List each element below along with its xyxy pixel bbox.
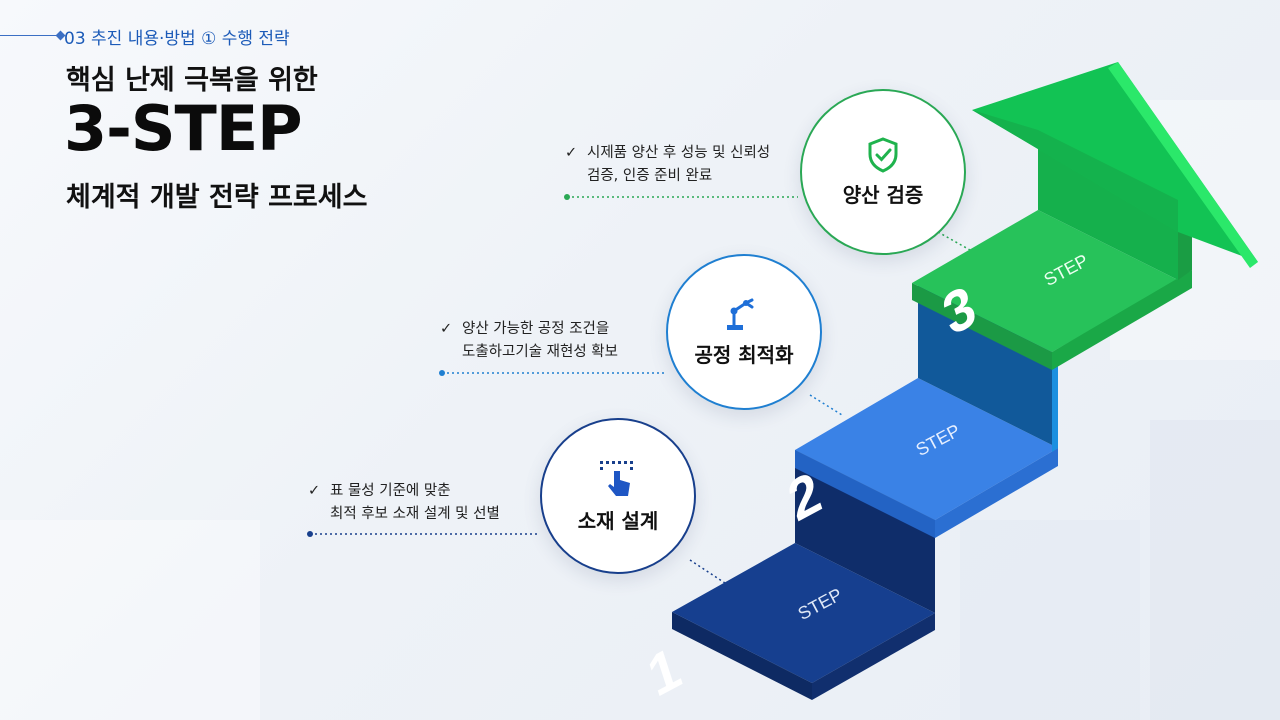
- step-2-title: 공정 최적화: [694, 342, 794, 367]
- step-1-desc-line1: 표 물성 기준에 맞춘: [330, 483, 451, 499]
- shield-check-icon: [868, 136, 898, 173]
- step-2-circle: 공정 최적화: [666, 254, 822, 410]
- leader-step2-dot: [439, 370, 445, 376]
- step-3-desc-line1: 시제품 양산 후 성능 및 신뢰성: [587, 145, 771, 161]
- step-2-desc-line2: 도출하고기술 재현성 확보: [462, 344, 618, 360]
- step-2-desc-line1: 양산 가능한 공정 조건을: [462, 321, 610, 337]
- leader-step1-dot: [307, 531, 313, 537]
- step-3-description: ✓ 시제품 양산 후 성능 및 신뢰성 검증, 인증 준비 완료: [565, 142, 770, 188]
- touch-pointer-icon: [600, 460, 633, 496]
- page-title: 3-STEP: [64, 92, 303, 165]
- step-3-block: [912, 62, 1258, 370]
- leader-step1-stair: [689, 559, 729, 586]
- step-2-description: ✓ 양산 가능한 공정 조건을 도출하고기술 재현성 확보: [440, 318, 618, 364]
- step-1-block: [672, 450, 935, 700]
- step-1-title: 소재 설계: [577, 508, 659, 533]
- section-line: [0, 35, 58, 36]
- step-1-circle: 소재 설계: [540, 418, 696, 574]
- leader-step3-dot: [564, 194, 570, 200]
- leader-step2-stair: [809, 394, 843, 416]
- robot-arm-icon: [727, 298, 754, 330]
- step-2-block: [795, 285, 1058, 538]
- section-label: 03 추진 내용·방법 ① 수행 전략: [64, 29, 290, 49]
- step-1-number: 1: [641, 634, 688, 709]
- title-line-3: 체계적 개발 전략 프로세스: [66, 182, 368, 213]
- step-1-desc-line2: 최적 후보 소재 설계 및 선별: [330, 506, 500, 522]
- step-3-desc-line2: 검증, 인증 준비 완료: [587, 168, 713, 184]
- check-icon: ✓: [440, 321, 453, 337]
- step-3-title: 양산 검증: [842, 182, 924, 207]
- title-line-1: 핵심 난제 극복을 위한: [66, 65, 318, 96]
- check-icon: ✓: [308, 483, 321, 499]
- check-icon: ✓: [565, 145, 578, 161]
- leader-step3-stair: [937, 231, 971, 251]
- step-3-circle: 양산 검증: [800, 89, 966, 255]
- step-1-description: ✓ 표 물성 기준에 맞춘 최적 후보 소재 설계 및 선별: [308, 480, 500, 526]
